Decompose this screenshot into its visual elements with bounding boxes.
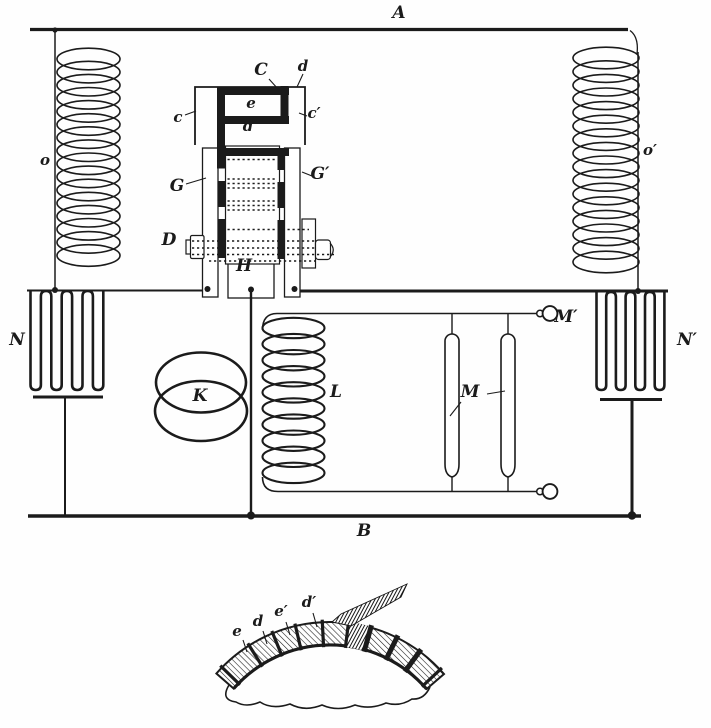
terminal-top-ring: [541, 305, 559, 322]
m-pointer-right: [486, 390, 506, 395]
label-c: c: [173, 108, 183, 126]
detail-label-d-prime: d′: [301, 593, 317, 611]
resistor-serpentine-left: [29, 289, 105, 392]
relay-mechanism: [185, 86, 334, 515]
m-pointer-left: [449, 401, 462, 417]
terminals: [535, 305, 559, 500]
label-g-prime: G′: [310, 164, 330, 184]
label-h: H: [235, 256, 253, 276]
label-n: N: [9, 330, 25, 350]
rail-bottom-m: [261, 476, 537, 493]
meander-right-vertical-low: [277, 148, 285, 170]
detail-label-d: d: [252, 612, 264, 630]
label-o: o: [39, 151, 51, 169]
receiver-ring-bottom: [153, 379, 249, 443]
label-n-prime: N′: [676, 330, 698, 350]
resistor-grid-n-prime: [297, 289, 668, 515]
detail-label-e: e: [232, 622, 242, 640]
meander-right-vertical-top: [280, 86, 289, 124]
pointer-arm: [331, 583, 408, 627]
segment-dividers: [219, 619, 443, 688]
receiver-k: [153, 351, 249, 443]
contact-meander: [217, 86, 289, 259]
label-axle-d: D: [161, 230, 177, 250]
label-m-prime: M′: [554, 307, 578, 327]
axle-shaft-end: [329, 242, 334, 258]
terminal-bottom-ring: [541, 483, 559, 500]
helix-coil-o: [56, 47, 121, 268]
junction-dots: [52, 27, 641, 520]
label-d: d: [297, 57, 309, 75]
core-bar-right-1: [277, 182, 284, 208]
side-plate-g-prime: [283, 147, 301, 298]
label-d-prime: d′: [242, 117, 258, 135]
contact-bar-top: [217, 87, 289, 95]
axle-right-shaft: [314, 239, 332, 261]
label-l: L: [330, 382, 342, 402]
resistor-grid-n: [27, 289, 204, 515]
segment-band: [214, 621, 446, 691]
core-bar-left-2: [218, 219, 225, 258]
tubes-m: [444, 313, 516, 492]
label-o-prime: o′: [643, 141, 657, 159]
label-c-frame: C: [254, 60, 268, 80]
commutator-detail-figure: [214, 583, 446, 710]
label-c-prime: c′: [307, 104, 321, 122]
contact-bar-e: [217, 116, 289, 124]
label-a: A: [392, 3, 406, 23]
label-g: G: [169, 176, 185, 196]
side-plate-g: [201, 147, 219, 298]
pivot-dots: [204, 286, 298, 293]
rail-top-m: [261, 312, 537, 331]
core-bar-right-2: [277, 220, 284, 259]
feed-wires: [54, 29, 639, 290]
contact-bar-d-prime: [217, 148, 289, 156]
label-m: M: [460, 382, 480, 402]
tube-right: [500, 313, 516, 492]
core-bar-left-1: [218, 181, 225, 207]
tube-left: [444, 313, 460, 492]
detail-label-ticks: [242, 612, 318, 653]
coil-l-loops: [261, 316, 326, 485]
bus-bars: [28, 27, 641, 518]
frame-c: [194, 86, 306, 145]
label-ticks: [184, 73, 313, 185]
label-e: e: [246, 94, 256, 112]
receiver-ring-top: [154, 351, 248, 414]
meander-left-vertical: [217, 87, 225, 169]
resistor-serpentine-right: [595, 290, 666, 392]
label-b: B: [356, 521, 372, 541]
label-k: K: [192, 386, 208, 406]
helix-coil-o-prime: [572, 46, 640, 274]
wire-right-feed-bend: [629, 29, 638, 55]
broken-edge-wave: [224, 684, 431, 710]
detail-label-e-prime: e′: [274, 602, 288, 620]
